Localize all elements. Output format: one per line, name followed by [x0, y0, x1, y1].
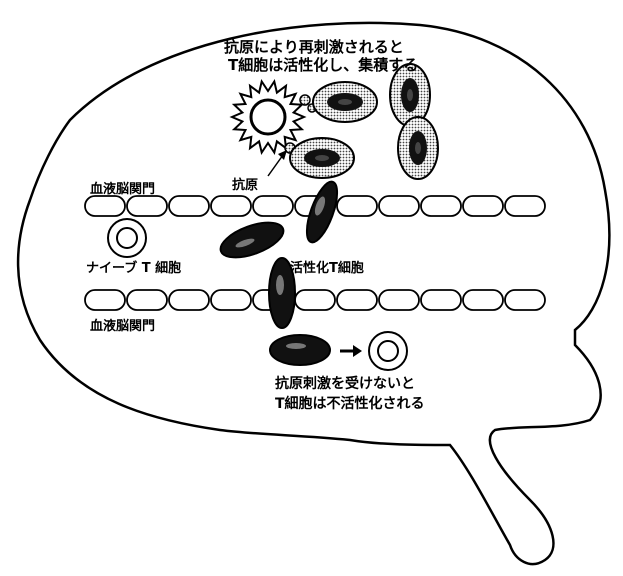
barrier-cell [463, 290, 503, 310]
barrier-cell [337, 290, 377, 310]
barrier-cell [85, 196, 125, 216]
reactivated-t-cell [290, 138, 354, 178]
naive-t-cell [108, 219, 146, 257]
activated-t-cell-label: 活性化T細胞 [290, 260, 364, 276]
barrier-cell [463, 196, 503, 216]
barrier-cell [337, 196, 377, 216]
barrier-cell [127, 196, 167, 216]
barrier-cell [295, 290, 335, 310]
barrier-cell [421, 196, 461, 216]
bbb-bottom-label: 血液脳関門 [90, 318, 155, 334]
barrier-cell [127, 290, 167, 310]
antigen-arrow [268, 150, 287, 176]
barrier-cell [379, 196, 419, 216]
reactivated-t-cell [398, 117, 438, 179]
inactivation-label-line1: 抗原刺激を受けないと [275, 375, 415, 392]
barrier-cell [169, 196, 209, 216]
reactivation-label-line1: 抗原により再刺激されると [224, 38, 404, 56]
barrier-cell [211, 290, 251, 310]
activated-t-cell [269, 258, 295, 328]
naive-t-cell-label: ナイーブ T 細胞 [86, 260, 181, 276]
reactivation-label-line2: T細胞は活性化し、集積する [228, 56, 418, 74]
reactivated-t-cell [313, 82, 377, 122]
activated-t-cell [216, 216, 288, 265]
barrier-cell [253, 196, 293, 216]
barrier-cell [421, 290, 461, 310]
barrier-cell [211, 196, 251, 216]
antigen-presenting-cell [232, 82, 304, 153]
bbb-top-label: 血液脳関門 [90, 181, 155, 197]
barrier-cell [505, 196, 545, 216]
antigen-label: 抗原 [232, 177, 258, 193]
barrier-cell [505, 290, 545, 310]
inactivation-arrow [340, 345, 362, 357]
inactivation-label-line2: T細胞は不活性化される [275, 395, 425, 412]
inactivated-t-cell [369, 332, 407, 370]
barrier-cell [379, 290, 419, 310]
inactivating-t-cell [270, 335, 330, 365]
blood-brain-barrier-bottom [85, 290, 545, 310]
barrier-cell [169, 290, 209, 310]
barrier-cell [85, 290, 125, 310]
